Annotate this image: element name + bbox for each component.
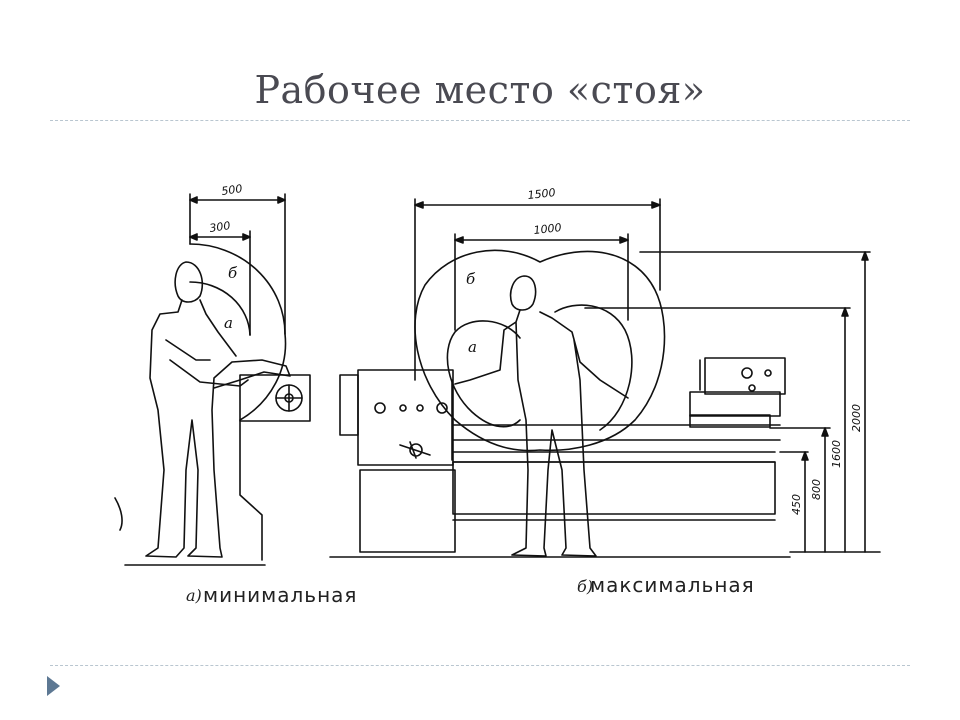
reach-zone-outer-b bbox=[414, 249, 666, 452]
caption-marker-b: б) bbox=[577, 577, 594, 596]
zone-label-inner-b: а bbox=[468, 338, 477, 356]
reach-arc-inner-a bbox=[189, 281, 251, 336]
worker-b bbox=[454, 275, 629, 557]
reach-zone-inner-b bbox=[446, 320, 521, 428]
bottom-divider bbox=[50, 665, 910, 666]
reach-arc-outer-a bbox=[189, 243, 287, 561]
caption-minimal: минимальная bbox=[203, 583, 358, 607]
dim-label-800: 800 bbox=[810, 479, 823, 500]
zone-label-inner-a: а bbox=[224, 314, 233, 332]
caption-marker-a: а) bbox=[186, 586, 202, 605]
zone-label-outer-b: б bbox=[466, 270, 476, 288]
figure-a-drawing bbox=[114, 193, 311, 566]
dim-label-300: 300 bbox=[209, 219, 232, 235]
slide-title: Рабочее место «стоя» bbox=[254, 68, 706, 112]
caption-maximal: максимальная bbox=[590, 573, 755, 597]
dim-label-500: 500 bbox=[221, 182, 244, 198]
dim-label-1000: 1000 bbox=[533, 221, 562, 237]
lathe-machine bbox=[339, 357, 786, 553]
dim-label-1600: 1600 bbox=[830, 440, 843, 468]
zone-label-outer-a: б bbox=[228, 264, 238, 282]
triangle-right-icon[interactable] bbox=[47, 676, 60, 696]
machine-block-a bbox=[239, 374, 311, 422]
top-divider bbox=[50, 120, 910, 121]
dim-label-450: 450 bbox=[790, 494, 803, 515]
dim-label-2000: 2000 bbox=[850, 404, 863, 432]
figure-b-drawing bbox=[329, 198, 881, 558]
worker-a bbox=[145, 261, 291, 558]
dim-label-1500: 1500 bbox=[527, 186, 556, 202]
